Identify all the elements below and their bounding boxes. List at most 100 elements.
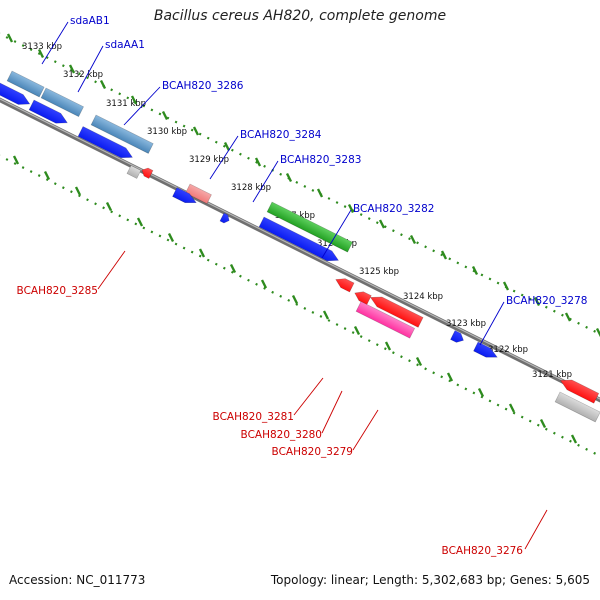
- gene-sdaAB1-cds-shape: [0, 82, 31, 105]
- kbp-tick-label: 3124 kbp: [403, 292, 443, 302]
- gene-3282[interactable]: [266, 201, 353, 253]
- kbp-tick-label: 3129 kbp: [189, 155, 229, 165]
- major-tick-lower: [74, 186, 82, 196]
- major-tick-lower: [508, 403, 516, 413]
- major-tick-upper: [347, 203, 355, 214]
- gene-3276[interactable]: [554, 391, 600, 423]
- kbp-tick-label: 3122 kbp: [488, 345, 528, 355]
- leader-line-g3286: [123, 86, 161, 126]
- gene-3284[interactable]: [185, 183, 212, 205]
- major-tick-upper: [254, 157, 262, 167]
- major-tick-lower: [198, 248, 206, 258]
- gene-3278a[interactable]: [450, 330, 466, 345]
- major-tick-lower: [477, 387, 485, 398]
- genome-axis: [0, 97, 600, 403]
- gene-3286-cds[interactable]: [77, 126, 135, 163]
- gene-3286-shape: [90, 114, 154, 154]
- gene-3282-cds[interactable]: [258, 216, 341, 265]
- gene-3276-cds-shape: [559, 379, 600, 404]
- major-tick-lower: [136, 217, 144, 227]
- gene-3286[interactable]: [90, 114, 154, 154]
- major-tick-lower: [322, 310, 330, 320]
- gene-3284-shape: [185, 183, 212, 205]
- gene-sdaAB1-cds[interactable]: [0, 82, 32, 109]
- leader-line-sdaAA1: [77, 45, 104, 93]
- gene-3283[interactable]: [219, 212, 231, 225]
- gene-3279-cds[interactable]: [368, 293, 424, 328]
- kbp-tick-label: 3131 kbp: [106, 99, 146, 109]
- gene-3285[interactable]: [126, 165, 142, 179]
- gene-label-g3278[interactable]: BCAH820_3278: [506, 295, 587, 307]
- leader-line-g3279: [352, 409, 379, 451]
- gene-3283-shape: [219, 212, 230, 224]
- gene-3279-cds-shape: [369, 296, 424, 328]
- major-tick-upper: [533, 296, 541, 307]
- gene-3284-cds[interactable]: [172, 187, 199, 208]
- major-tick-upper: [223, 141, 231, 152]
- gene-3281[interactable]: [334, 275, 355, 293]
- gene-3278[interactable]: [473, 341, 500, 362]
- gene-3278a-shape: [450, 330, 464, 343]
- kbp-tick-label: 3130 kbp: [147, 127, 187, 137]
- leader-line-g3285: [97, 250, 126, 290]
- major-tick-lower: [105, 201, 113, 212]
- gene-sdaAB1[interactable]: [6, 70, 45, 98]
- leader-line-g3278: [479, 301, 505, 346]
- major-tick-lower: [43, 170, 51, 181]
- major-tick-upper: [285, 172, 293, 183]
- major-tick-lower: [260, 279, 268, 289]
- lower-tick-track: [0, 154, 600, 458]
- kbp-tick-label: 3133 kbp: [22, 42, 62, 52]
- gene-sdaAA1-cds[interactable]: [28, 99, 70, 128]
- gene-3279[interactable]: [355, 301, 416, 339]
- gene-3279-shape: [355, 301, 416, 339]
- major-tick-upper: [192, 126, 200, 136]
- gene-label-g3282[interactable]: BCAH820_3282: [353, 203, 434, 215]
- gene-label-g3283[interactable]: BCAH820_3283: [280, 154, 361, 166]
- major-tick-upper: [440, 250, 448, 260]
- major-tick-upper: [378, 219, 386, 229]
- gene-label-g3281[interactable]: BCAH820_3281: [213, 411, 294, 423]
- gene-label-sdaAB1[interactable]: sdaAB1: [70, 15, 110, 27]
- major-tick-lower: [570, 434, 578, 444]
- kbp-tick-label: 3125 kbp: [359, 267, 399, 277]
- accession-text: Accession: NC_011773: [9, 573, 146, 587]
- major-tick-upper: [37, 48, 45, 59]
- gene-label-g3276[interactable]: BCAH820_3276: [442, 545, 524, 557]
- major-tick-lower: [12, 155, 20, 165]
- gene-3285-cds[interactable]: [140, 166, 154, 179]
- kbp-tick-label: 3132 kbp: [63, 70, 103, 80]
- major-tick-upper: [595, 327, 600, 338]
- gene-label-g3286[interactable]: BCAH820_3286: [162, 80, 244, 92]
- major-tick-lower: [229, 263, 237, 274]
- gene-label-g3284[interactable]: BCAH820_3284: [240, 129, 322, 141]
- major-tick-lower: [167, 232, 175, 243]
- kbp-tick-label: 3128 kbp: [231, 183, 271, 193]
- gene-sdaAA1[interactable]: [40, 87, 84, 118]
- gene-3284-cds-shape: [172, 187, 197, 204]
- gene-3285-shape: [126, 165, 142, 179]
- kbp-tick-label: 3121 kbp: [532, 370, 572, 380]
- major-tick-lower: [291, 294, 299, 305]
- major-tick-lower: [353, 325, 361, 336]
- gene-3281-shape: [335, 278, 355, 293]
- major-tick-upper: [502, 281, 510, 291]
- leader-line-sdaAB1: [41, 21, 69, 65]
- major-tick-lower: [446, 372, 454, 382]
- gene-label-g3280[interactable]: BCAH820_3280: [241, 429, 322, 441]
- topology-summary: Topology: linear; Length: 5,302,683 bp; …: [270, 573, 590, 587]
- major-tick-upper: [316, 188, 324, 198]
- gene-3282-cds-shape: [258, 216, 340, 262]
- major-tick-upper: [6, 33, 14, 43]
- leader-line-g3283: [252, 160, 279, 203]
- gene-label-g3285[interactable]: BCAH820_3285: [17, 285, 98, 297]
- gene-label-sdaAA1[interactable]: sdaAA1: [105, 39, 145, 51]
- gene-3276-cds[interactable]: [558, 376, 600, 404]
- gene-label-g3279[interactable]: BCAH820_3279: [272, 446, 353, 458]
- major-tick-upper: [130, 95, 138, 105]
- major-tick-upper: [471, 265, 479, 276]
- leader-line-g3280: [321, 390, 343, 434]
- leader-line-g3282: [321, 209, 352, 259]
- kbp-tick-label: 3123 kbp: [446, 319, 486, 329]
